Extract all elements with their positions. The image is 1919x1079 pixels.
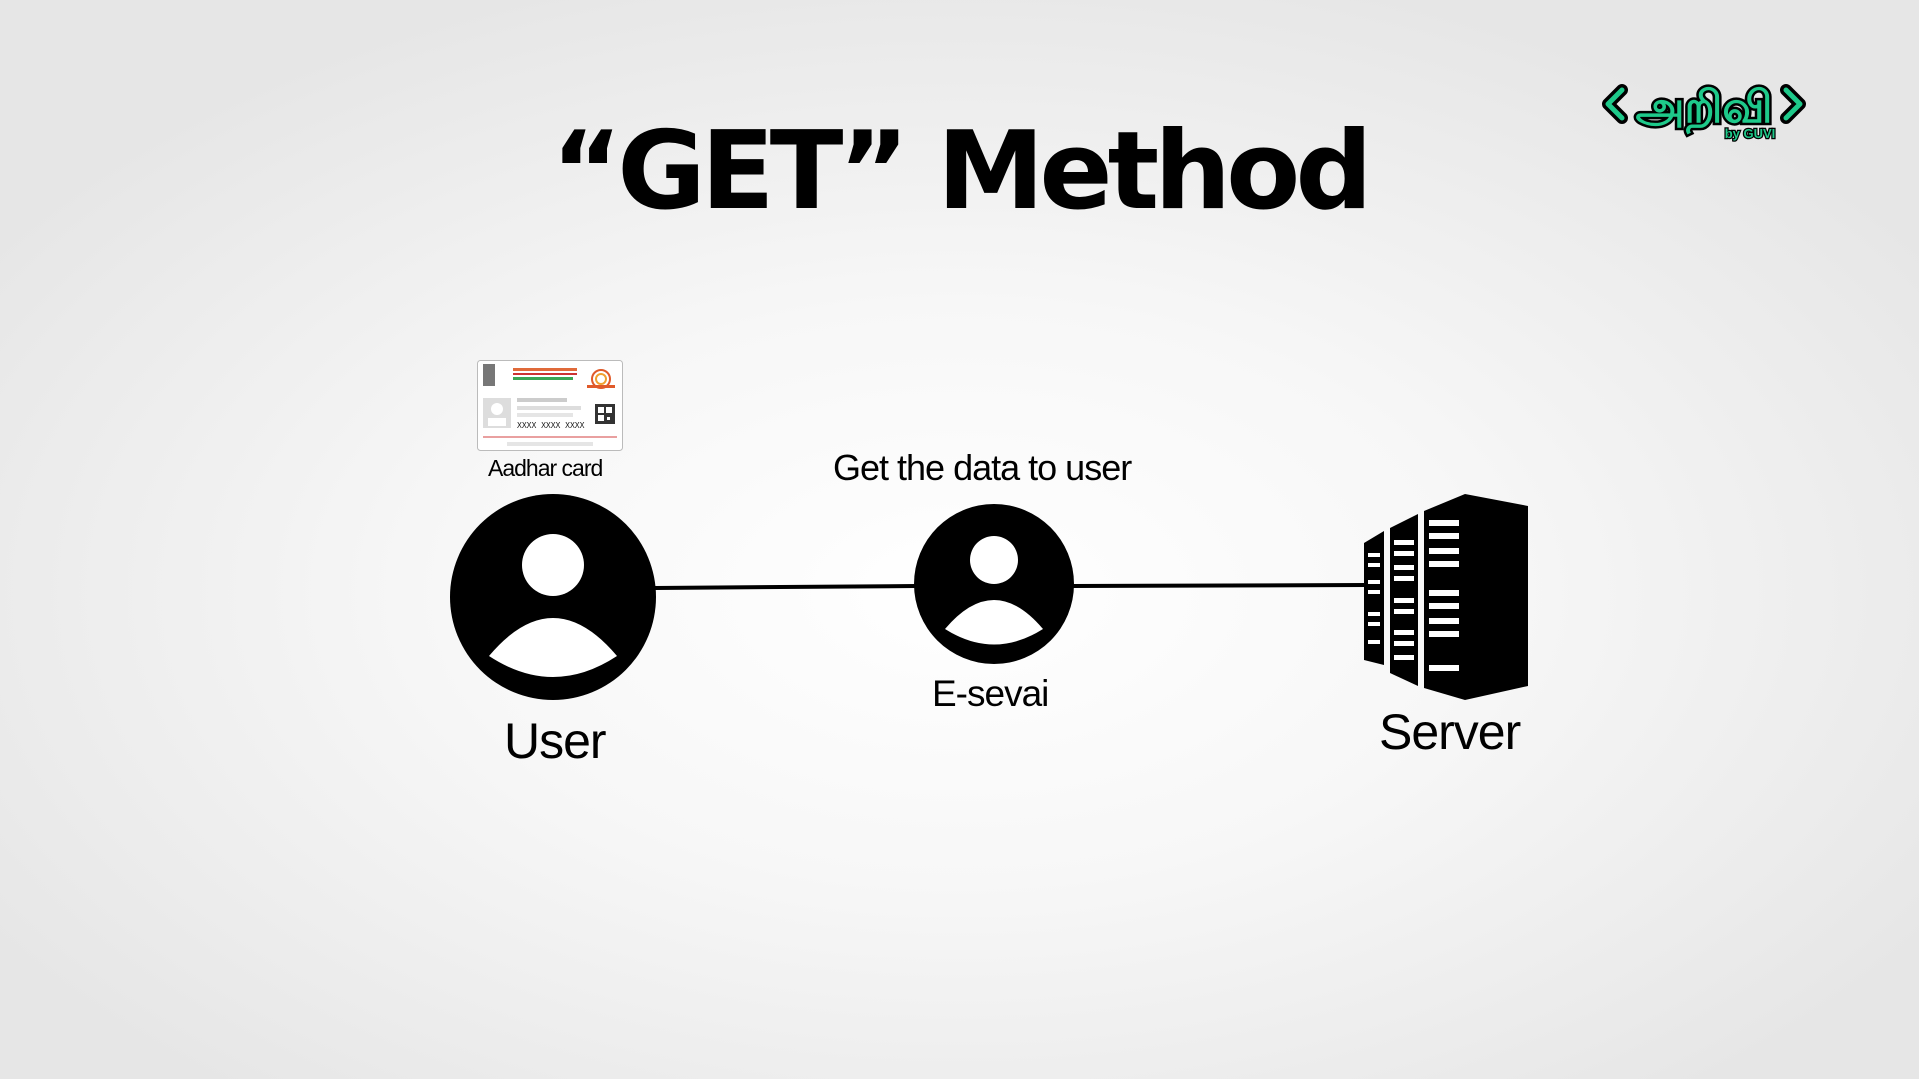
esevai-node-label: E-sevai [932, 673, 1049, 714]
logo-text: அறிவி [1636, 82, 1773, 134]
aadhar-card-label: Aadhar card [488, 455, 603, 481]
server-node-label: Server [1379, 704, 1521, 760]
server-rack-icon [1364, 494, 1528, 700]
connector-esevai-server [1072, 583, 1367, 588]
esevai-node-icon [914, 504, 1074, 664]
arivi-logo: அறிவி by GUVI [1602, 80, 1806, 142]
connector-user-esevai [654, 584, 917, 590]
page-title: “GET” Method [551, 109, 1372, 234]
logo-subtext: by GUVI [1725, 126, 1776, 141]
user-node-icon [450, 494, 656, 700]
server-drive-slots [1368, 520, 1459, 671]
user-node-label: User [504, 713, 607, 769]
card-number: XXXX XXXX XXXX [517, 421, 585, 430]
aadhar-card-image: XXXX XXXX XXXX [477, 360, 623, 451]
edge-label-get-data: Get the data to user [833, 447, 1132, 488]
emblem-icon [483, 364, 495, 386]
